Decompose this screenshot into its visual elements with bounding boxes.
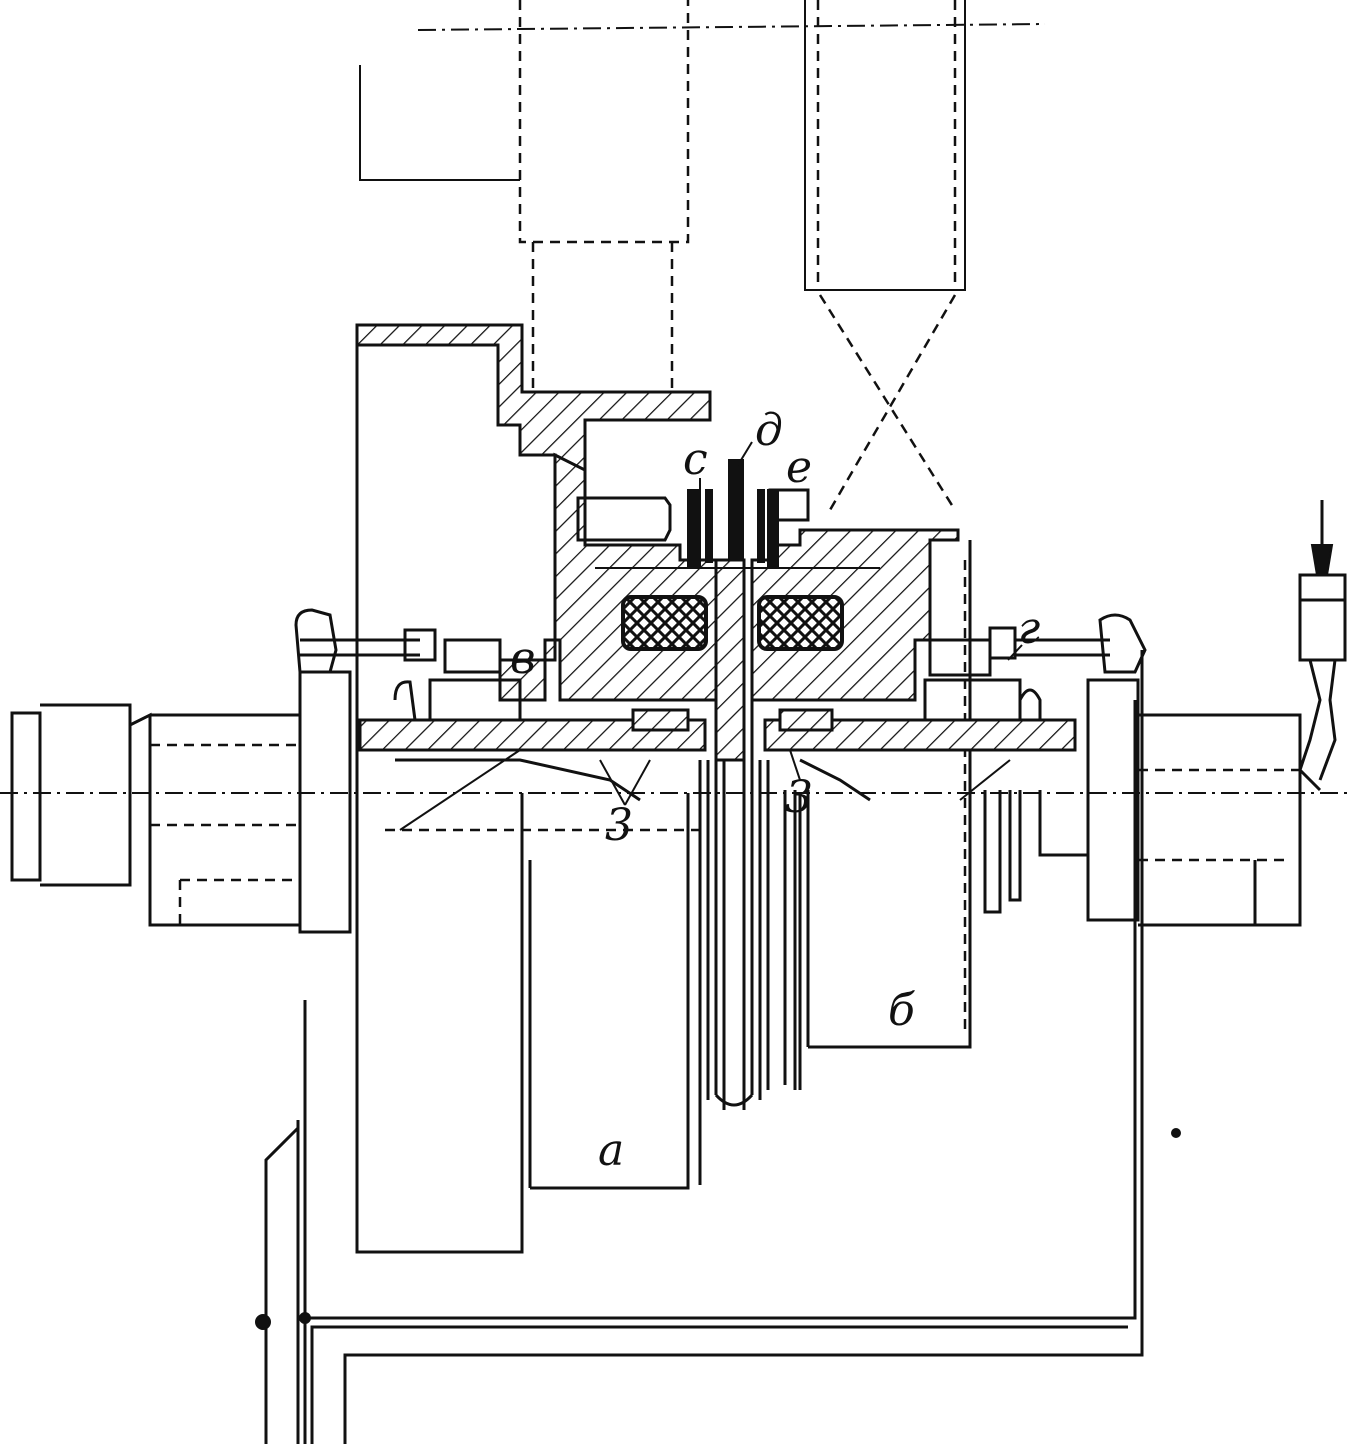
upper-housing-right	[804, 0, 966, 511]
brush-contacts	[687, 459, 779, 569]
rotor-a-outline	[355, 345, 700, 1254]
upper-cavity	[576, 496, 672, 542]
label-a: a	[598, 1125, 624, 1176]
stator-frame	[355, 323, 1077, 762]
bearing-left	[294, 608, 522, 934]
coil-left	[621, 595, 708, 651]
coil-right	[757, 595, 844, 651]
label-d: д	[755, 405, 783, 456]
inner-rings	[395, 708, 1011, 831]
left-shaft-end	[10, 703, 300, 927]
right-shaft-end	[983, 713, 1302, 927]
label-z-left: 3	[605, 800, 633, 851]
label-g: г	[1018, 603, 1040, 654]
wiring	[255, 650, 1181, 1444]
label-e: е	[786, 442, 812, 493]
bearing-right	[923, 613, 1147, 922]
label-c: с	[683, 434, 708, 485]
valve-fitting	[1298, 500, 1347, 792]
label-v: в	[510, 633, 536, 684]
rotor-b-outline	[798, 540, 972, 1090]
label-z-right: 3	[785, 772, 813, 823]
leader-lines	[599, 441, 1023, 806]
label-b: б	[888, 985, 915, 1036]
upper-housing-left	[359, 0, 1046, 395]
